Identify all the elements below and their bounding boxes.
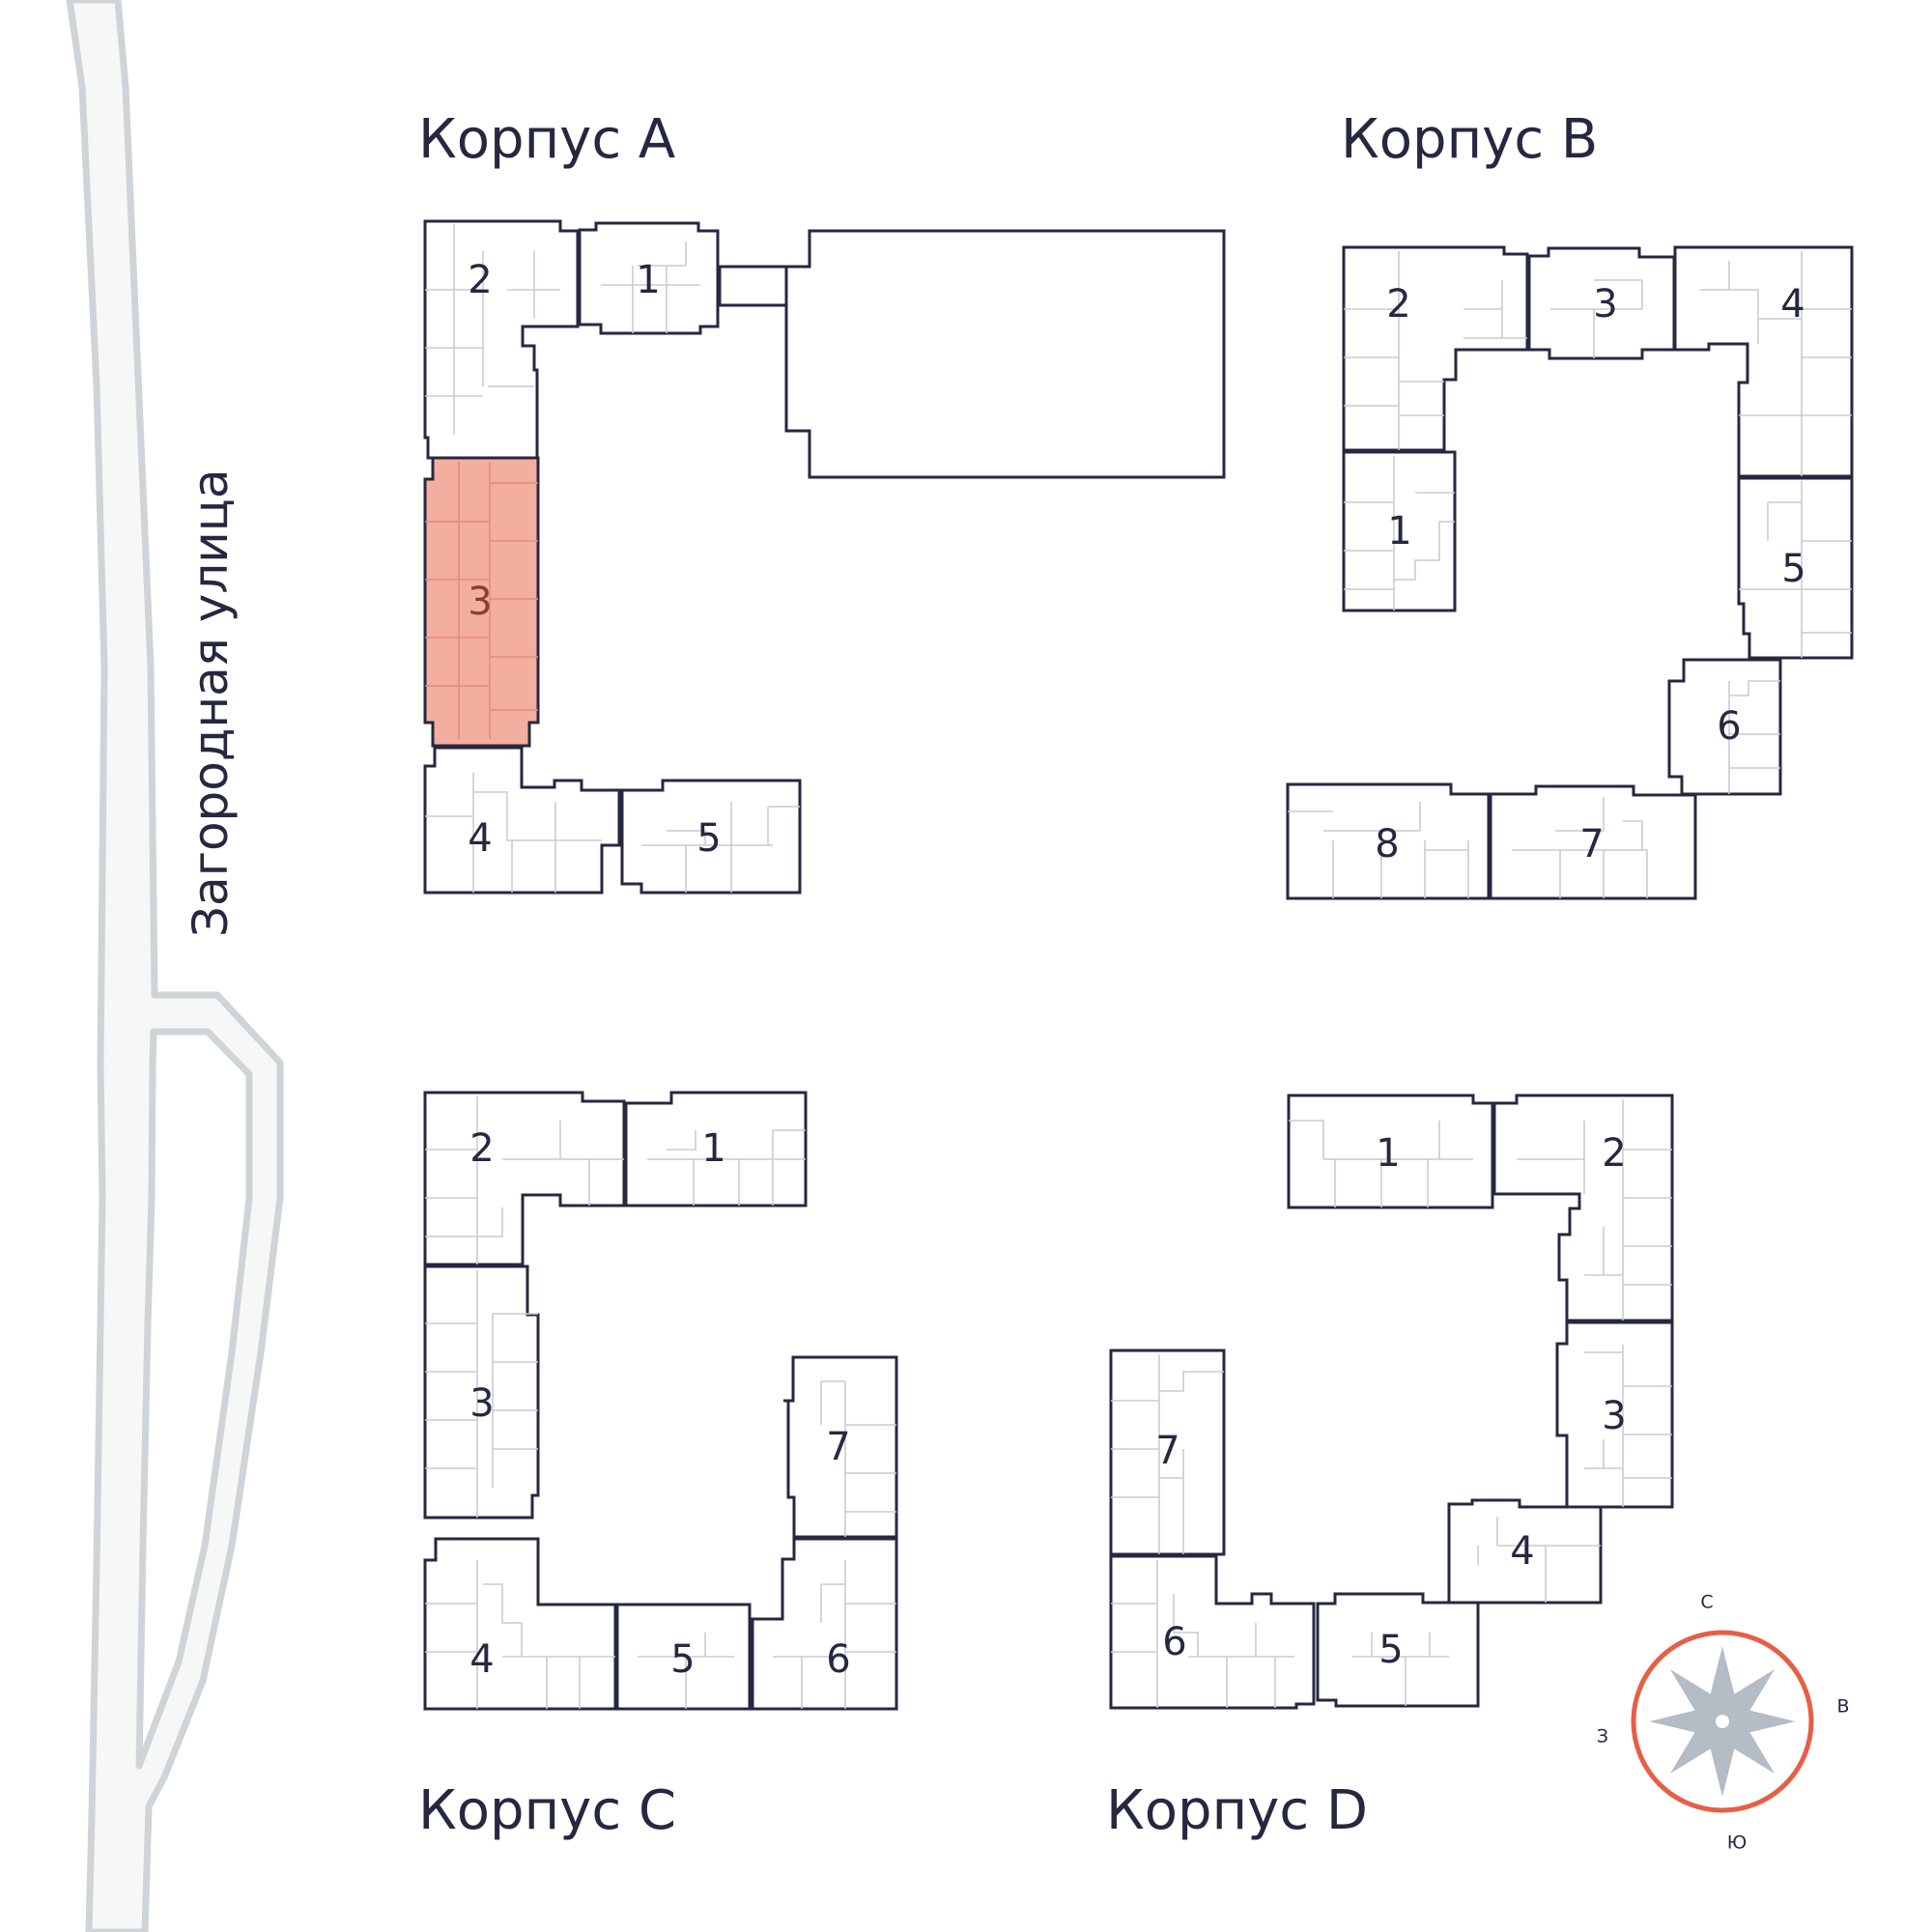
korpus-a-section-5[interactable]: 5: [620, 779, 802, 895]
korpus-a-section-2[interactable]: 2: [423, 219, 580, 460]
korpus-b: 2 3 4 1 5 6 8: [1286, 245, 1854, 900]
korpus-b-section-6-number: 6: [1717, 704, 1741, 749]
korpus-b-section-1-number: 1: [1387, 509, 1411, 554]
korpus-d-section-6-number: 6: [1162, 1620, 1186, 1664]
korpus-c-section-1[interactable]: 1: [624, 1091, 808, 1208]
korpus-d-section-4[interactable]: 4: [1447, 1498, 1603, 1605]
korpus-c-section-5[interactable]: 5: [615, 1603, 752, 1711]
korpus-d-section-4-number: 4: [1510, 1529, 1534, 1574]
korpus-c-section-4[interactable]: 4: [423, 1537, 617, 1711]
korpus-a-section-3-number: 3: [468, 580, 492, 624]
korpus-c-section-7[interactable]: 7: [783, 1355, 898, 1539]
compass-center-icon: [1716, 1715, 1729, 1728]
korpus-c-section-2[interactable]: 2: [423, 1091, 626, 1266]
korpus-c-section-1-number: 1: [701, 1126, 725, 1171]
korpus-b-section-2-number: 2: [1386, 282, 1410, 327]
korpus-d-section-3[interactable]: 3: [1555, 1321, 1674, 1509]
korpus-a-section-1-number: 1: [636, 258, 660, 302]
korpus-c-label: Корпус C: [418, 1779, 676, 1842]
korpus-d-label: Корпус D: [1106, 1779, 1368, 1842]
korpus-a-section-4[interactable]: 4: [423, 746, 621, 895]
street-label: Загородная улица: [183, 469, 239, 937]
korpus-b-section-7-number: 7: [1579, 822, 1604, 867]
korpus-c-section-2-number: 2: [469, 1126, 494, 1171]
korpus-c-section-6-number: 6: [826, 1637, 850, 1682]
korpus-b-section-8-number: 8: [1375, 822, 1399, 867]
korpus-d-section-5-number: 5: [1378, 1628, 1403, 1672]
korpus-d-section-6[interactable]: 6: [1109, 1554, 1316, 1710]
compass-south-label: Ю: [1727, 1833, 1747, 1854]
korpus-d: 1 2 3 7 4 6 5: [1109, 1094, 1674, 1710]
compass: С В Ю З: [1597, 1592, 1850, 1854]
korpus-a-section-2-number: 2: [468, 258, 492, 302]
korpus-b-section-1[interactable]: 1: [1342, 450, 1457, 612]
korpus-d-section-3-number: 3: [1602, 1394, 1626, 1438]
korpus-d-section-5[interactable]: 5: [1316, 1592, 1480, 1708]
korpus-b-section-6[interactable]: 6: [1667, 658, 1782, 796]
korpus-b-section-4[interactable]: 4: [1673, 245, 1854, 478]
korpus-a: 2 1 3 4 5: [423, 219, 1226, 895]
korpus-b-section-2[interactable]: 2: [1342, 245, 1529, 452]
korpus-c-section-3-number: 3: [469, 1381, 494, 1426]
korpus-b-section-5[interactable]: 5: [1737, 476, 1854, 660]
korpus-d-section-7-number: 7: [1155, 1429, 1179, 1473]
compass-west-label: З: [1597, 1726, 1608, 1747]
korpus-b-section-5-number: 5: [1781, 547, 1805, 591]
korpus-d-section-1-number: 1: [1376, 1131, 1400, 1176]
korpus-a-section-4-number: 4: [468, 816, 492, 861]
korpus-c: 2 1 3 7 4 5 6: [423, 1091, 898, 1711]
korpus-a-connector: [718, 265, 788, 307]
korpus-b-section-3-number: 3: [1593, 282, 1617, 327]
korpus-c-section-5-number: 5: [670, 1637, 695, 1682]
korpus-d-section-7[interactable]: 7: [1109, 1349, 1226, 1556]
compass-north-label: С: [1700, 1592, 1713, 1613]
road-main: [66, 0, 284, 1932]
korpus-d-section-2[interactable]: 2: [1492, 1094, 1674, 1322]
korpus-d-section-2-number: 2: [1602, 1131, 1626, 1176]
road-island: [135, 1028, 253, 1770]
korpus-a-section-1[interactable]: 1: [578, 221, 720, 335]
korpus-c-section-3[interactable]: 3: [423, 1264, 540, 1520]
korpus-a-label: Корпус A: [418, 108, 675, 171]
korpus-a-section-3-selected[interactable]: 3: [423, 456, 540, 748]
korpus-b-section-3[interactable]: 3: [1527, 246, 1676, 360]
korpus-b-section-7[interactable]: 7: [1489, 784, 1697, 900]
korpus-c-section-4-number: 4: [469, 1637, 494, 1682]
korpus-b-label: Корпус B: [1341, 108, 1598, 171]
korpus-a-block: [784, 229, 1226, 479]
korpus-b-section-4-number: 4: [1780, 282, 1804, 327]
korpus-c-section-7-number: 7: [826, 1425, 850, 1469]
korpus-d-section-1[interactable]: 1: [1287, 1094, 1494, 1209]
compass-east-label: В: [1836, 1696, 1849, 1718]
road: [66, 0, 284, 1932]
korpus-a-section-5-number: 5: [696, 816, 721, 861]
korpus-b-section-8[interactable]: 8: [1286, 782, 1491, 900]
korpus-c-section-6[interactable]: 6: [751, 1537, 898, 1711]
